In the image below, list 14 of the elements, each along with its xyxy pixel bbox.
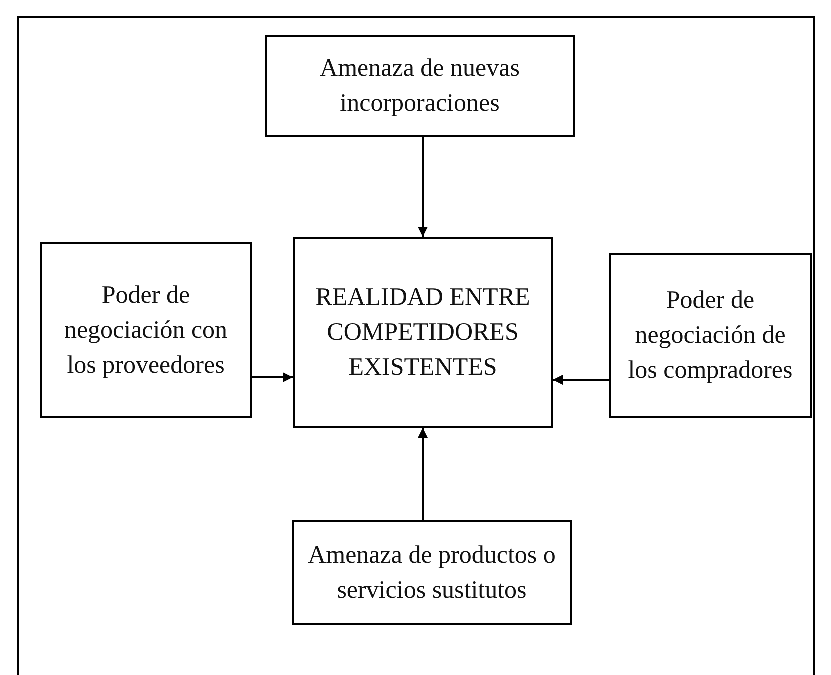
box-label: REALIDAD ENTRE COMPETIDORES EXISTENTES (314, 283, 532, 383)
box-label: Amenaza de productos o servicios sustitutos (307, 540, 557, 606)
force-box (265, 35, 575, 137)
arrow (252, 372, 293, 383)
box-label: Poder de negociación con los proveedores (63, 280, 229, 380)
force-box (40, 242, 252, 418)
arrow (418, 137, 428, 237)
box-label: Amenaza de nuevas incorporaciones (319, 54, 521, 119)
central-box (293, 237, 553, 428)
box-label: Poder de negociación de los compradores (627, 286, 794, 386)
arrow (418, 428, 428, 520)
force-box (292, 520, 572, 625)
force-box (609, 253, 812, 418)
arrow (553, 375, 609, 386)
